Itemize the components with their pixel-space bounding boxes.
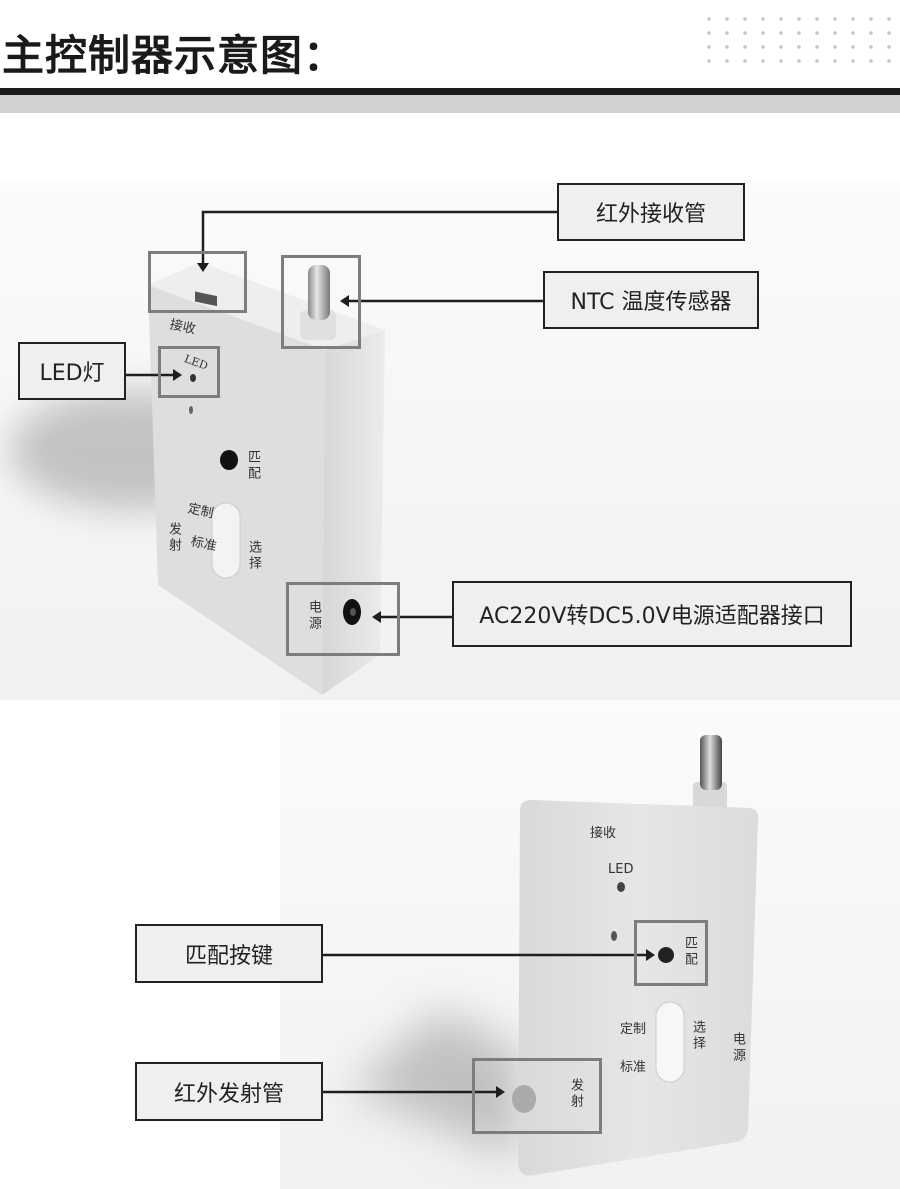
device-body [518,800,759,1176]
top-device-drawing [10,210,558,695]
device-label-receive: 接收 [590,826,617,841]
device-label-power: 电源 [730,1032,745,1064]
callout-ntc-sensor: NTC 温度传感器 [543,271,759,329]
device-side-face [322,330,385,695]
device-shadow [350,1010,520,1160]
highlight-power-port [286,582,400,656]
ir-receiver-slot [195,291,217,307]
device-front-face [148,285,325,695]
device-label-select: 选择 [246,540,261,572]
highlight-ir-emitter [472,1058,602,1134]
ntc-sensor-pin [308,265,330,320]
highlight-ntc-sensor [281,255,361,349]
decorative-dot-grid [700,12,900,72]
mode-slider [211,502,241,579]
device-label-led: LED [608,862,634,877]
device-label-select: 选择 [690,1020,705,1052]
ir-receiver-leader [201,210,558,268]
page-title: 主控制器示意图： [2,31,347,80]
callout-ir-receiver: 红外接收管 [557,183,745,241]
hole-dot [611,931,617,941]
header-band [0,95,900,113]
highlight-ir-receiver [148,251,247,313]
highlight-led [158,346,220,398]
ntc-sensor-pin [700,735,722,790]
device-label-standard: 标准 [620,1060,647,1075]
hole-dot [189,406,193,414]
match-button-knob [220,450,238,470]
device-label-custom: 定制 [620,1022,647,1037]
callout-led: LED灯 [18,342,126,400]
led-dot [617,882,625,892]
highlight-match-button [634,920,708,986]
header-divider [0,88,900,95]
device-label-emit: 发射 [166,522,181,554]
device-label-match: 匹配 [682,936,697,968]
callout-match-button: 匹配按键 [135,924,323,983]
callout-power-port: AC220V转DC5.0V电源适配器接口 [452,581,852,647]
match-button-knob [658,947,674,963]
device-label-emit: 发射 [568,1078,583,1110]
callout-ir-emitter: 红外发射管 [135,1062,323,1121]
device-label-power: 电源 [306,600,321,632]
led-dot [190,374,196,382]
ir-emitter-lens [512,1085,536,1113]
device-label-match: 匹配 [245,450,260,482]
mode-slider [655,1001,685,1083]
